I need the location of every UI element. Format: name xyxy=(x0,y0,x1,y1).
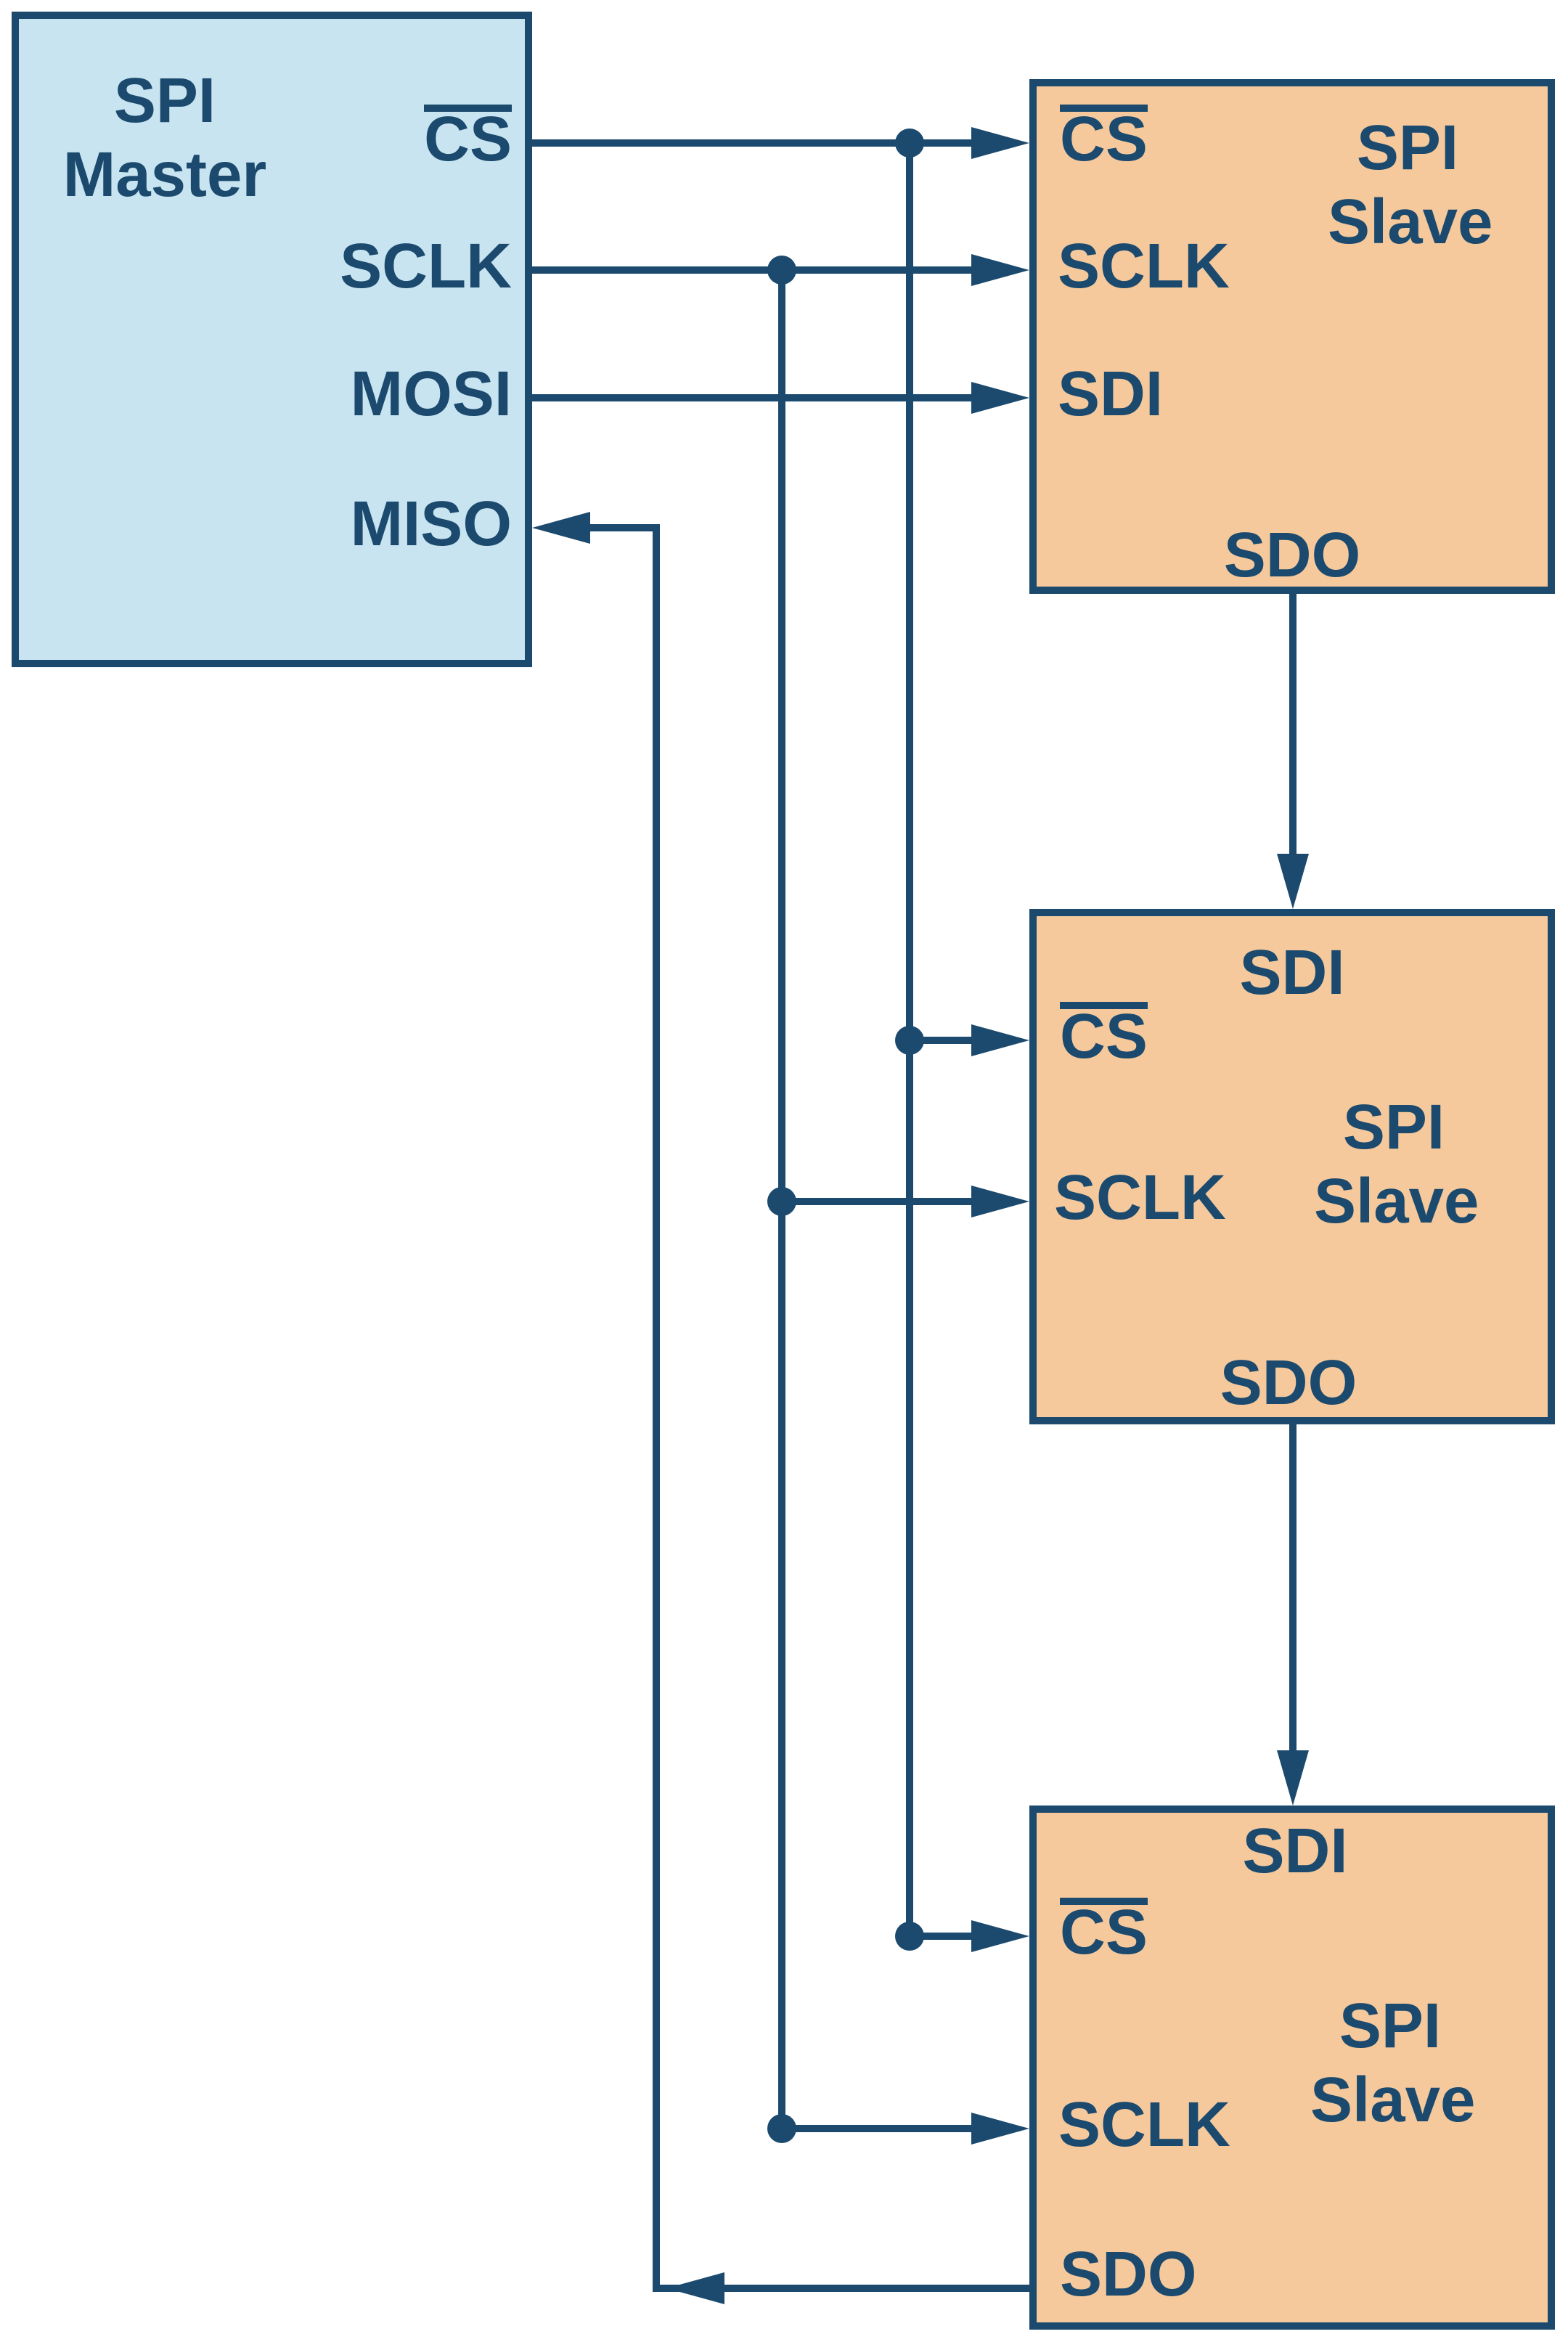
spi-slave-2-title: SPI Slave xyxy=(1314,1090,1479,1239)
slave1-pin-sdi-label: SDI xyxy=(1058,359,1164,429)
sclk-junction-dot-3 xyxy=(767,2114,796,2143)
slave2-pin-sclk-label: SCLK xyxy=(1054,1162,1226,1233)
spi-slave-3-title-line2: Slave xyxy=(1310,2065,1476,2135)
slave1-pin-cs-label: CS xyxy=(1060,104,1148,174)
spi-slave-3-title-line1: SPI xyxy=(1339,1991,1442,2061)
slave3-pin-sclk-label: SCLK xyxy=(1058,2089,1230,2160)
spi-slave-3-title: SPI Slave xyxy=(1310,1989,1476,2137)
cs-junction-dot-1 xyxy=(895,128,924,158)
spi-slave-2-title-line1: SPI xyxy=(1342,1092,1445,1162)
cs-junction-dot-2 xyxy=(895,1026,924,1055)
mosi-arrowhead-slave1 xyxy=(971,382,1029,414)
slave2-pin-sdo-label: SDO xyxy=(1220,1347,1357,1418)
slave3-pin-cs-label: CS xyxy=(1060,1897,1148,1967)
spi-slave-2-box xyxy=(1029,909,1555,1424)
master-pin-cs-text: CS xyxy=(424,104,512,174)
miso-return-wire xyxy=(588,524,1029,2292)
master-pin-miso-label: MISO xyxy=(350,489,512,559)
sdo1-arrowhead-slave2 xyxy=(1277,854,1309,909)
slave1-pin-sclk-label: SCLK xyxy=(1058,231,1230,301)
spi-master-title-line1: SPI xyxy=(113,65,216,136)
sclk-junction-dot-1 xyxy=(767,256,796,285)
slave2-pin-cs-label: CS xyxy=(1060,1001,1148,1072)
spi-slave-1-title-line2: Slave xyxy=(1328,187,1493,257)
slave1-pin-cs-text: CS xyxy=(1060,104,1148,174)
master-pin-cs-label: CS xyxy=(319,104,512,174)
miso-arrowhead-master xyxy=(532,512,590,544)
master-pin-sclk-label: SCLK xyxy=(340,231,512,301)
spi-slave-1-title: SPI Slave xyxy=(1328,111,1493,259)
slave3-pin-cs-text: CS xyxy=(1060,1897,1148,1967)
sclk-arrowhead-slave1 xyxy=(971,254,1029,286)
spi-master-title: SPI Master xyxy=(20,64,310,212)
sdo2-arrowhead-slave3 xyxy=(1277,1750,1309,1806)
spi-slave-1-box xyxy=(1029,79,1555,594)
cs-junction-dot-3 xyxy=(895,1922,924,1951)
cs-arrowhead-slave1 xyxy=(971,127,1029,159)
sdo3-arrowhead-corner xyxy=(666,2272,724,2304)
cs-arrowhead-slave2 xyxy=(971,1024,1029,1056)
slave3-pin-sdo-label: SDO xyxy=(1060,2239,1197,2309)
slave3-pin-sdi-label: SDI xyxy=(1242,1816,1348,1886)
sclk-arrowhead-slave2 xyxy=(971,1186,1029,1217)
sclk-junction-dot-2 xyxy=(767,1187,796,1216)
spi-master-box xyxy=(12,12,532,667)
spi-master-title-line2: Master xyxy=(62,139,267,210)
slave2-pin-cs-text: CS xyxy=(1060,1001,1148,1072)
spi-slave-1-title-line1: SPI xyxy=(1356,113,1459,183)
slave2-pin-sdi-label: SDI xyxy=(1239,937,1345,1008)
sclk-arrowhead-slave3 xyxy=(971,2113,1029,2145)
master-pin-mosi-label: MOSI xyxy=(350,359,512,429)
cs-arrowhead-slave3 xyxy=(971,1920,1029,1952)
spi-slave-3-box xyxy=(1029,1806,1555,2330)
spi-slave-2-title-line2: Slave xyxy=(1314,1166,1479,1236)
slave1-pin-sdo-label: SDO xyxy=(1223,520,1361,590)
